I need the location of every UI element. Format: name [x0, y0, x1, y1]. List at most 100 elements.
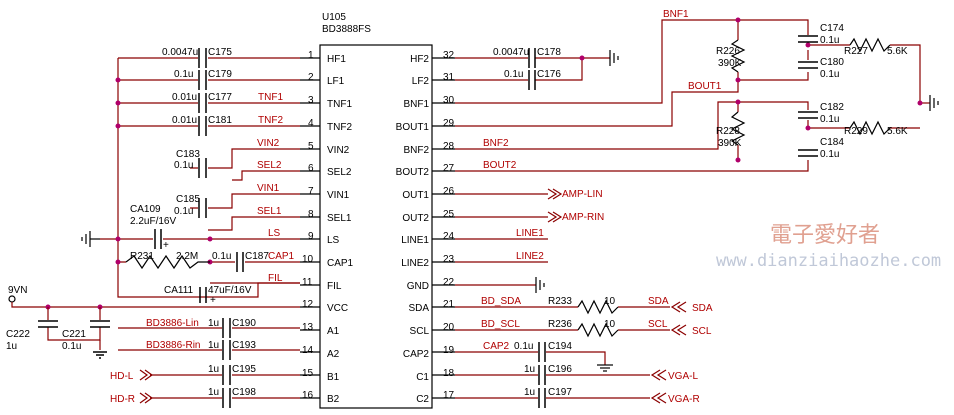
- pin-number: 8: [308, 209, 314, 220]
- pin-number: 20: [443, 322, 455, 333]
- pin-number: 13: [302, 322, 314, 333]
- ca109-ref: CA109: [130, 204, 161, 215]
- c194-value: 0.1u: [514, 341, 533, 352]
- c174-value: 0.1u: [820, 35, 839, 46]
- left-capacitor-plates: [154, 48, 244, 408]
- cap-ref: C181: [208, 115, 232, 126]
- net-label: CAP2: [483, 341, 510, 352]
- pin-number: 22: [443, 277, 455, 288]
- right-labels: 0.0047u C178 0.1u C176 BNF1 BOUT1 BNF2 B…: [481, 9, 908, 405]
- pin-number: 23: [443, 254, 455, 265]
- c174-ref: C174: [820, 23, 844, 34]
- ground-symbol: [929, 95, 939, 111]
- pin-name: CAP1: [327, 258, 354, 269]
- input-arrows: [139, 369, 154, 404]
- r228-value: 390K: [718, 138, 742, 149]
- r227-ref: R227: [844, 46, 868, 57]
- pin-name: VIN1: [327, 190, 350, 201]
- c197-value: 1u: [524, 387, 535, 398]
- c183-value: 0.1u: [174, 160, 193, 171]
- pin-number: 7: [308, 186, 314, 197]
- polarity-plus: +: [210, 295, 216, 306]
- r236-ref: R236: [548, 319, 572, 330]
- cap-ref: C177: [208, 92, 232, 103]
- ca111-ref: CA111: [164, 285, 194, 296]
- c197-ref: C197: [548, 387, 572, 398]
- right-junctions: [579, 17, 923, 163]
- net-label: BNF1: [663, 9, 689, 20]
- pin-number: 18: [443, 368, 455, 379]
- r233-value: 10: [604, 296, 616, 307]
- ground-symbol: [597, 364, 613, 372]
- c222-value: 1u: [6, 341, 17, 352]
- r231-ref: R231: [130, 251, 154, 262]
- cap-value: 0.1u: [504, 69, 523, 80]
- net-label: SCL: [692, 326, 712, 337]
- net-label: BD_SCL: [481, 319, 520, 330]
- pin-name: BOUT2: [396, 167, 430, 178]
- net-label: VIN2: [257, 138, 280, 149]
- c183-ref: C183: [176, 149, 200, 160]
- c180-value: 0.1u: [820, 69, 839, 80]
- c221-ref: C221: [62, 329, 86, 340]
- pin-name: C1: [416, 372, 429, 383]
- pin-number: 25: [443, 209, 455, 220]
- pin-number: 30: [443, 95, 455, 106]
- pin-number: 15: [302, 368, 314, 379]
- r236-value: 10: [604, 319, 616, 330]
- supply-caps: [38, 320, 110, 359]
- net-label: AMP-RIN: [562, 212, 604, 223]
- cap-value: 0.01u: [172, 115, 197, 126]
- pin-number: 12: [302, 299, 314, 310]
- pin-name: B2: [327, 394, 340, 405]
- ground-symbol: [81, 231, 100, 247]
- c184-value: 0.1u: [820, 149, 839, 160]
- net-label: TNF1: [258, 92, 283, 103]
- output-arrows: [547, 188, 687, 404]
- net-label: SEL1: [257, 206, 282, 217]
- net-label: HD-R: [110, 394, 135, 405]
- net-label: SDA: [692, 303, 713, 314]
- right-wiring: [455, 19, 930, 399]
- pin-name: SDA: [408, 303, 429, 314]
- pin-name: HF2: [410, 54, 429, 65]
- pin-name: BNF2: [403, 145, 429, 156]
- pin-number: 10: [302, 254, 314, 265]
- pin-name: LF2: [412, 76, 430, 87]
- c196-value: 1u: [524, 364, 535, 375]
- net-label: VIN1: [257, 183, 280, 194]
- c194-ref: C194: [548, 341, 572, 352]
- pin-number: 4: [308, 118, 314, 129]
- right-capacitor-plates: [528, 35, 818, 408]
- pin-number: 1: [308, 50, 314, 61]
- pin-name: OUT1: [402, 190, 429, 201]
- pin-name: SCL: [410, 326, 430, 337]
- net-label: SCL: [648, 319, 668, 330]
- pin-name: VCC: [327, 303, 348, 314]
- net-label: SEL2: [257, 160, 282, 171]
- pin-number: 24: [443, 231, 455, 242]
- pin-name: TNF2: [327, 122, 352, 133]
- pin-name: FIL: [327, 281, 342, 292]
- cap-ref: C193: [232, 340, 256, 351]
- cap-ref: C178: [537, 47, 561, 58]
- pin-number: 27: [443, 163, 455, 174]
- pin-number: 26: [443, 186, 455, 197]
- pin-number: 16: [302, 390, 314, 401]
- cap-value: 0.0047u: [162, 47, 198, 58]
- right-pins: HF2 32 LF2 31 BNF1 30 BOUT1 29 BNF2 28 B…: [396, 50, 455, 405]
- watermark-url: www.dianziaihaozhe.com: [716, 251, 941, 271]
- r231-value: 2.2M: [176, 251, 198, 262]
- c185-ref: C185: [176, 194, 200, 205]
- net-label: TNF2: [258, 115, 283, 126]
- pin-number: 11: [302, 277, 313, 288]
- c196-ref: C196: [548, 364, 572, 375]
- net-label: AMP-LIN: [562, 189, 603, 200]
- net-label: BNF2: [483, 138, 509, 149]
- pin-name: A1: [327, 326, 340, 337]
- pin-name: GND: [407, 281, 429, 292]
- c221-value: 0.1u: [62, 341, 81, 352]
- pin-name: CAP2: [403, 349, 430, 360]
- ground-symbol: [609, 50, 619, 66]
